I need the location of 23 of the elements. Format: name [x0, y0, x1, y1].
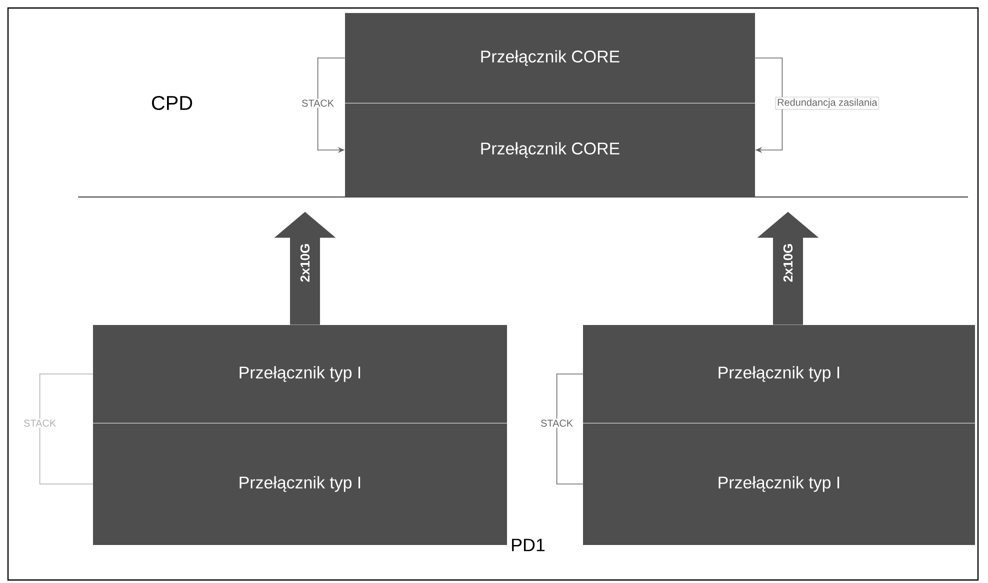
edge-label: 2x10G: [300, 244, 310, 282]
node-label: Przełącznik typ I: [240, 476, 360, 492]
switch-box: Przełącznik typ I: [93, 423, 507, 545]
edge-label: Redundancja zasilania: [778, 98, 878, 108]
switch-box: Przełącznik typ I: [583, 423, 975, 545]
edge-label: 2x10G: [783, 244, 793, 282]
edge-label: STACK: [24, 420, 56, 427]
node-label: Przełącznik typ I: [240, 366, 360, 382]
stack-bracket: [556, 374, 584, 484]
stack-bracket: [39, 374, 94, 484]
area-label: CPD: [152, 96, 192, 110]
node-label: Przełącznik typ I: [718, 476, 840, 492]
stack-bracket: [754, 58, 783, 154]
node-label: Przełącznik typ I: [718, 366, 840, 382]
edge-label: STACK: [541, 420, 573, 427]
switch-box: Przełącznik CORE: [345, 13, 755, 103]
switch-box: Przełącznik typ I: [583, 325, 975, 423]
switch-box: Przełącznik CORE: [345, 103, 755, 197]
edge-label: STACK: [302, 100, 334, 107]
node-label: Przełącznik CORE: [481, 142, 620, 158]
area-label: PD1: [512, 538, 545, 552]
switch-box: Przełącznik typ I: [93, 325, 507, 423]
node-label: Przełącznik CORE: [481, 50, 620, 66]
